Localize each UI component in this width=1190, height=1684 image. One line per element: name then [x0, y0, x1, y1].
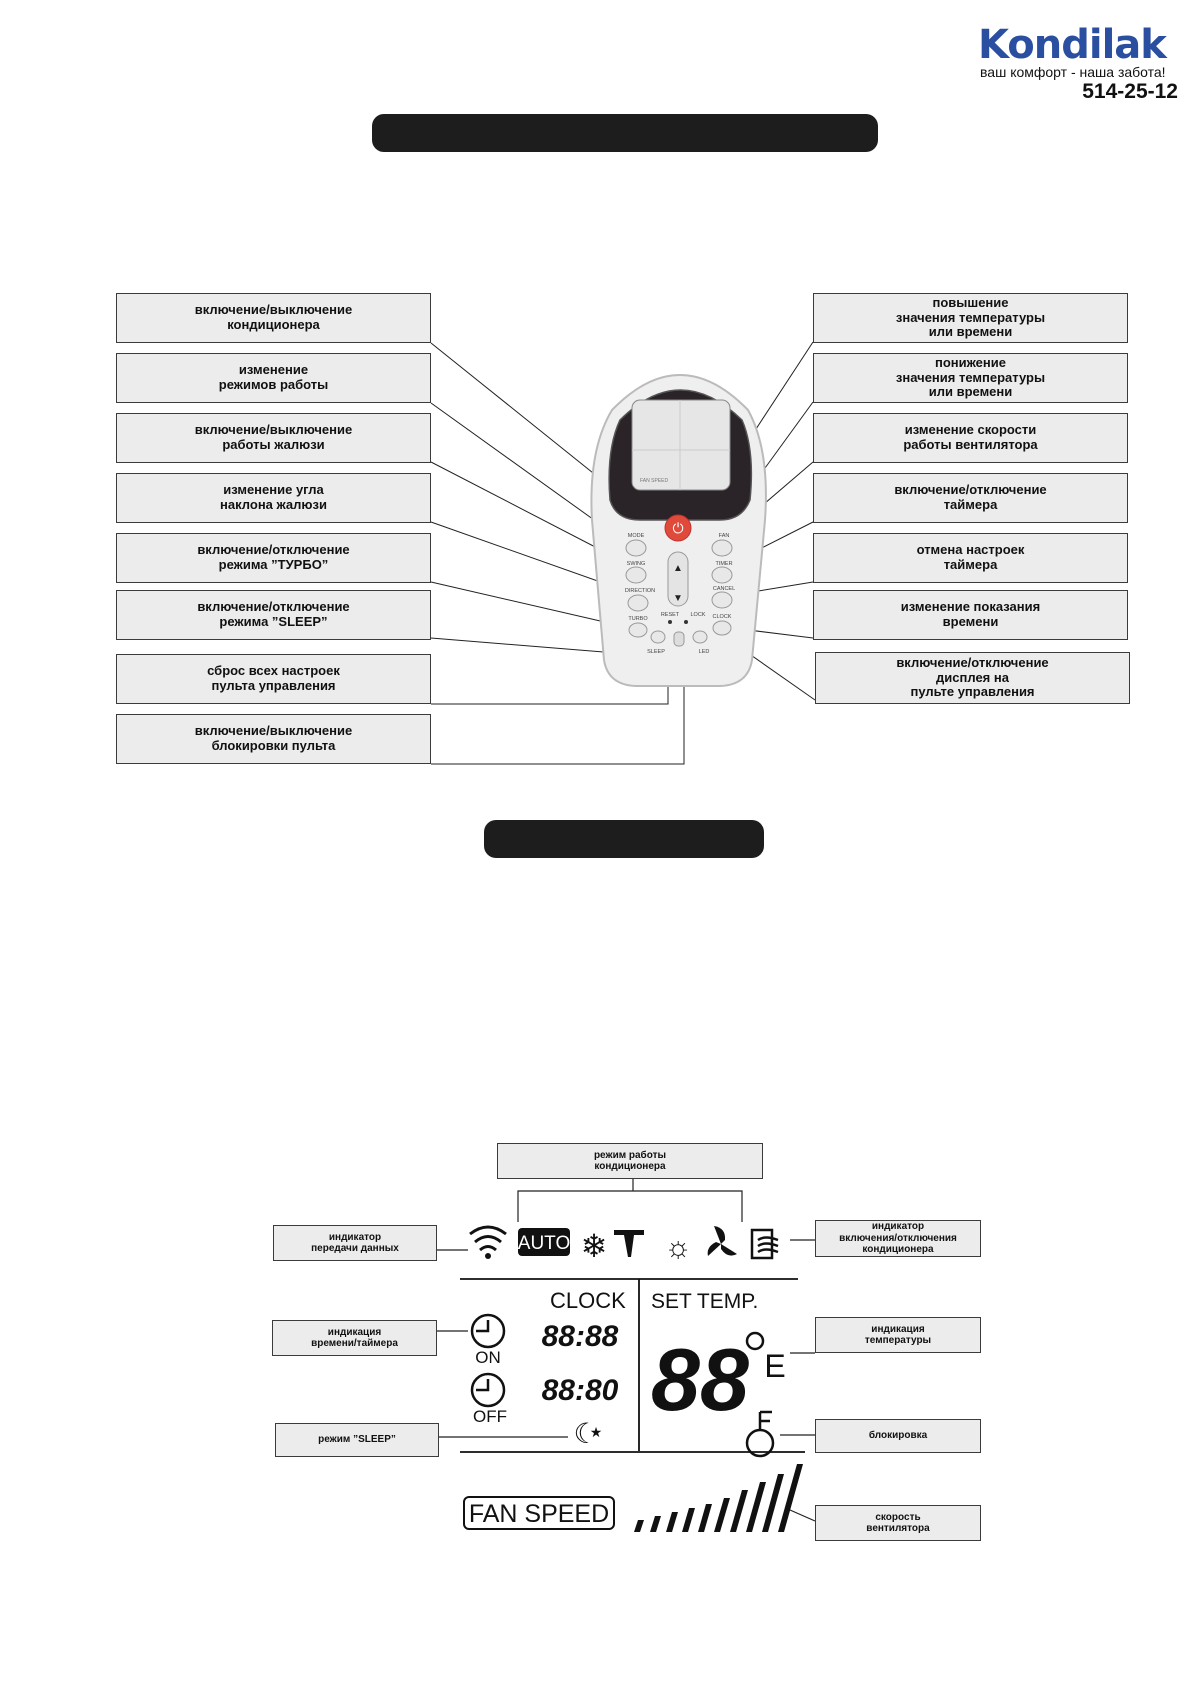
up-arrow-icon: ▲	[673, 563, 683, 574]
label-clock: изменение показания времени	[813, 590, 1128, 640]
fan-speed-badge	[463, 1496, 615, 1530]
sleep-button[interactable]	[650, 630, 666, 644]
mode-button[interactable]	[625, 539, 647, 557]
label-led: включение/отключение дисплея на пульте у…	[815, 652, 1130, 704]
lcd-connector-lines	[437, 1171, 816, 1522]
timer-on-icon	[470, 1313, 506, 1349]
label-swing: включение/выключение работы жалюзи	[116, 413, 431, 463]
temp-digits: 88	[651, 1330, 749, 1429]
cool-icon: ❄	[581, 1228, 608, 1264]
remote-diagram: FAN SPEED ⏻ ▲ ▼ MODE SWING DIRECTION TUR…	[430, 341, 816, 765]
brand-name-part2: dilak	[1061, 22, 1167, 68]
timer-on-text: ON	[475, 1348, 501, 1367]
direction-label: DIRECTION	[625, 588, 655, 594]
label-power: включение/выключение кондиционера	[116, 293, 431, 343]
remote-screen-text: FAN SPEED	[640, 478, 668, 484]
clock-label: CLOCK	[713, 614, 732, 620]
brand-slogan: ваш комфорт - наша забота!	[980, 64, 1166, 80]
label-cancel: отмена настроек таймера	[813, 533, 1128, 583]
fan-speed-text: FAN SPEED	[469, 1500, 609, 1528]
label-direction: изменение угла наклона жалюзи	[116, 473, 431, 523]
section-header-display	[484, 820, 764, 858]
auto-text: AUTO	[518, 1233, 570, 1254]
heat-icon: ☼	[664, 1231, 692, 1264]
lcd-label-lock: блокировка	[815, 1419, 981, 1453]
remote-screen	[631, 399, 731, 491]
label-lock: включение/выключение блокировки пульта	[116, 714, 431, 764]
brand-logo: Kondilak ваш комфорт - наша забота! 514-…	[978, 22, 1178, 103]
down-arrow-icon: ▼	[673, 593, 683, 604]
transmit-icon	[469, 1225, 507, 1252]
lcd-label-temperature: индикация температуры	[815, 1317, 981, 1353]
time-off-digits: 88:80	[542, 1374, 619, 1407]
sleep-label: SLEEP	[647, 649, 665, 655]
mode-label: MODE	[628, 533, 645, 539]
lcd-frame	[460, 1278, 805, 1453]
turbo-button[interactable]	[628, 622, 648, 638]
lcd-label-sleep: режим ”SLEEP”	[275, 1423, 439, 1457]
sleep-moon-icon: ☾	[573, 1418, 598, 1449]
label-temp-up: повышение значения температуры или време…	[813, 293, 1128, 343]
power-indicator-icon	[750, 1228, 779, 1260]
turbo-label: TURBO	[628, 616, 648, 622]
label-timer: включение/отключение таймера	[813, 473, 1128, 523]
label-sleep: включение/отключение режима ”SLEEP”	[116, 590, 431, 640]
lcd-label-transmit: индикатор передачи данных	[273, 1225, 437, 1261]
time-on-digits: 88:88	[542, 1320, 619, 1353]
dry-icon	[614, 1230, 644, 1257]
section-header-remote	[372, 114, 878, 152]
label-reset: сброс всех настроек пульта управления	[116, 654, 431, 704]
set-temp-caption: SET TEMP.	[651, 1290, 758, 1313]
ir-window	[673, 631, 685, 647]
label-temp-down: понижение значения температуры или време…	[813, 353, 1128, 403]
swing-button[interactable]	[625, 566, 647, 584]
led-label: LED	[699, 649, 710, 655]
clock-button[interactable]	[712, 620, 732, 636]
lcd-label-mode: режим работы кондиционера	[497, 1143, 763, 1179]
label-mode: изменение режимов работы	[116, 353, 431, 403]
cancel-label: CANCEL	[713, 586, 735, 592]
fan-speed-bars	[634, 1464, 803, 1532]
lcd-label-power: индикатор включения/отключения кондицион…	[815, 1220, 981, 1257]
power-icon: ⏻	[672, 520, 683, 536]
power-button[interactable]	[664, 514, 692, 542]
fahrenheit-icon: E	[764, 1348, 785, 1384]
up-down-rocker[interactable]	[667, 551, 689, 607]
timer-off-icon	[470, 1372, 506, 1408]
brand-name-part1: Kon	[978, 22, 1062, 68]
timer-button[interactable]	[711, 566, 733, 584]
brand-phone: 514-25-12	[1082, 80, 1178, 103]
brand-name: Kondilak	[978, 22, 1167, 68]
fan-label: FAN	[719, 533, 730, 539]
clock-caption: CLOCK	[550, 1288, 626, 1313]
swing-label: SWING	[627, 561, 646, 567]
lcd-diagram: AUTO ❄ ☼ CLOCK SET TEMP. ON 88:88 OFF 88…	[437, 1171, 816, 1532]
timer-off-text: OFF	[473, 1407, 507, 1426]
lock-pinhole[interactable]	[684, 620, 688, 624]
cancel-button[interactable]	[711, 591, 733, 609]
lcd-label-time: индикация времени/таймера	[272, 1320, 437, 1356]
degree-icon	[745, 1331, 765, 1351]
label-fan: изменение скорости работы вентилятора	[813, 413, 1128, 463]
fan-mode-icon	[707, 1226, 737, 1256]
auto-badge	[518, 1228, 570, 1256]
direction-button[interactable]	[627, 594, 649, 612]
led-button[interactable]	[692, 630, 708, 644]
label-turbo: включение/отключение режима ”ТУРБО”	[116, 533, 431, 583]
reset-pinhole[interactable]	[668, 620, 672, 624]
timer-label: TIMER	[715, 561, 732, 567]
lock-label: LOCK	[691, 612, 706, 618]
reset-label: RESET	[661, 612, 680, 618]
lock-icon	[745, 1410, 775, 1458]
fan-button[interactable]	[711, 539, 733, 557]
lcd-label-fan-speed: скорость вентилятора	[815, 1505, 981, 1541]
sleep-star-icon: ★	[590, 1424, 603, 1440]
